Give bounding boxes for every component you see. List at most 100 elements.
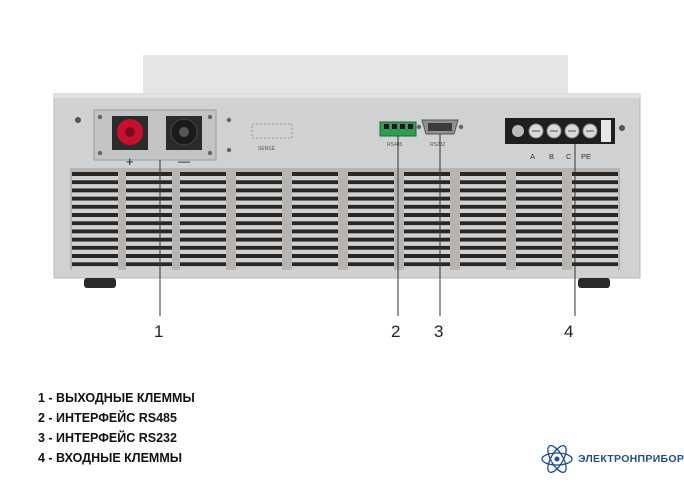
vent-slot [516,245,562,250]
legend-item: 2 - ИНТЕРФЕЙС RS485 [38,411,177,425]
input-label-c: C [566,152,572,161]
vent-slot [348,213,394,217]
vent-slot [126,221,172,226]
vent-slot [292,180,338,185]
vent-slot [72,196,118,201]
vent-slot [404,229,450,234]
vent-slot [404,237,450,242]
vent-slot [516,204,562,209]
legend-item: 4 - ВХОДНЫЕ КЛЕММЫ [38,451,182,465]
vent-slot [460,237,506,242]
sense-label: SENSE [258,146,276,152]
vent-slot [180,245,226,250]
vent-slot [126,262,172,267]
legend-item: 3 - ИНТЕРФЕЙС RS232 [38,431,177,445]
vent-slot [292,237,338,242]
vent-slot [72,172,118,176]
vent-slot [180,180,226,185]
vent-slot [348,245,394,250]
vent-slot [236,172,282,176]
vent-slot [292,229,338,234]
vent-slot [572,188,618,193]
vent-slot [126,237,172,242]
vent-slot [236,213,282,217]
vent-slot [126,245,172,250]
vent-slot [236,196,282,201]
vent-slot [404,188,450,193]
vent-slot [180,188,226,193]
vent-slot [516,221,562,226]
vent-slot [460,196,506,201]
callout-2: 2 [391,322,401,341]
vent-slot [180,229,226,234]
vent-slot [348,188,394,193]
vent-slot [126,229,172,234]
vent-slot [236,229,282,234]
vent-slot [126,172,172,176]
legend: 1 - ВЫХОДНЫЕ КЛЕММЫ 2 - ИНТЕРФЕЙС RS485 … [38,388,195,468]
vent-slot [404,204,450,209]
minus-label: — [178,154,190,168]
vent-slot [180,254,226,258]
screw-icon [619,125,625,131]
vent-slot [404,245,450,250]
vent-slot [126,196,172,201]
screw-icon [75,117,81,123]
vent-slot [460,245,506,250]
ventilation-grille [70,168,620,271]
vent-slot [348,237,394,242]
vent-slot [572,221,618,226]
sense-port-outline [251,123,293,139]
callout-4: 4 [564,322,574,341]
vent-slot [72,188,118,193]
vent-slot [126,204,172,209]
vent-slot [180,262,226,267]
vent-slot [572,254,618,258]
vent-slot [348,204,394,209]
vent-slot [72,237,118,242]
vent-slot [404,196,450,201]
vent-slot [572,245,618,250]
vent-slot [126,188,172,193]
atom-icon [541,445,573,473]
rs232-label: RS232 [430,142,446,148]
callout-1: 1 [154,322,164,341]
vent-slot [292,245,338,250]
vent-slot [180,172,226,176]
vent-slot [348,180,394,185]
vent-slot [404,221,450,226]
vent-slot [72,213,118,217]
input-label-pe: PE [581,152,591,161]
vent-slot [126,213,172,217]
vent-slot [404,180,450,185]
legend-item: 1 - ВЫХОДНЫЕ КЛЕММЫ [38,391,195,405]
vent-slot [236,237,282,242]
rs485-label: RS485 [387,142,403,148]
foot-left [84,278,116,288]
vent-slot [72,221,118,226]
vent-slot [236,221,282,226]
vent-slot [292,172,338,176]
vent-slot [460,180,506,185]
vent-slot [516,229,562,234]
vent-slot [460,213,506,217]
vent-slot [572,262,618,267]
vent-slot [236,204,282,209]
vent-slot [72,254,118,258]
vent-slot [572,172,618,176]
vent-slot [348,196,394,201]
vent-slot [72,229,118,234]
vent-slot [180,204,226,209]
vent-slot [236,188,282,193]
vent-slot [72,180,118,185]
vent-slot [460,204,506,209]
vent-slot [404,213,450,217]
vent-slot [460,262,506,267]
vent-slot [236,254,282,258]
vent-slot [348,262,394,267]
input-label-b: B [549,152,554,161]
vent-slot [572,180,618,185]
vent-slot [180,213,226,217]
vent-slot [460,254,506,258]
